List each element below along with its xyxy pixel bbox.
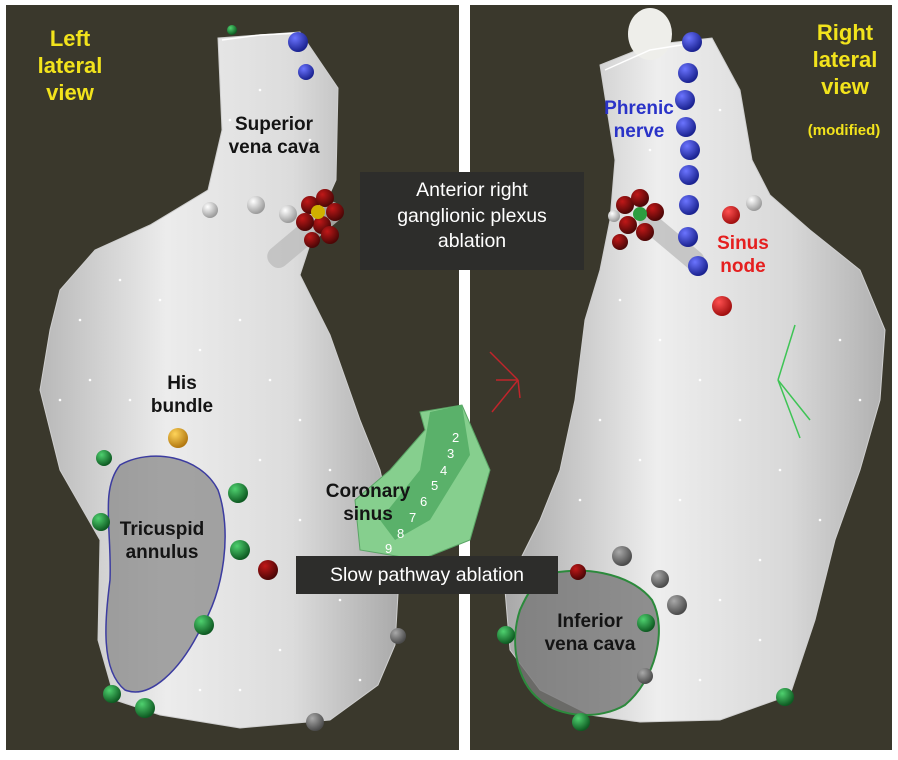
left-white-marker [279,205,297,223]
left-white-marker [202,202,218,218]
left-white-marker [247,196,265,214]
tricuspid-annulus-label: Tricuspid annulus [110,518,214,564]
ivc-grey-marker [612,546,632,566]
right-view-title-note: (modified) [790,122,898,140]
ivc-lesion [570,564,586,580]
slow-pathway-callout: Slow pathway ablation [296,556,558,594]
right-view-title: Right lateral view [795,20,895,100]
right-white-marker [746,195,762,211]
annulus-marker [135,698,155,718]
annulus-marker [228,483,248,503]
electrode-3: 3 [447,446,454,461]
ivc-green-marker [497,626,515,644]
his-bundle-label: His bundle [142,372,222,418]
left-view-title: Left lateral view [30,26,110,106]
phrenic-nerve-label: Phrenic nerve [596,97,682,143]
his-bundle-marker [168,428,188,448]
annulus-marker [103,685,121,703]
electrode-4: 4 [440,463,447,478]
right-svc-cap [628,8,672,60]
ivc-green-marker [572,713,590,731]
superior-vena-cava-label: Superior vena cava [214,113,334,159]
left-svc-blue-marker [298,64,314,80]
sinus-node-label: Sinus node [712,232,774,278]
ivc-grey-marker [637,668,653,684]
annulus-marker [92,513,110,531]
electrode-5: 5 [431,478,438,493]
left-grey-marker [390,628,406,644]
coronary-sinus-label: Coronary sinus [312,480,424,526]
annulus-marker [194,615,214,635]
left-top-green-marker [227,25,237,35]
electrode-2: 2 [452,430,459,445]
electrode-9: 9 [385,541,392,556]
annulus-marker [96,450,112,466]
inferior-vena-cava-label: Inferior vena cava [536,610,644,656]
ivc-green-marker [776,688,794,706]
sinus-node-marker [712,296,732,316]
ivc-grey-marker [667,595,687,615]
left-grey-marker [306,713,324,731]
sinus-node-marker [722,206,740,224]
ganglionic-plexus-callout: Anterior right ganglionic plexus ablatio… [360,172,584,270]
ivc-grey-marker [651,570,669,588]
electrode-8: 8 [397,526,404,541]
panel-divider [462,5,467,750]
right-white-marker [608,210,620,222]
annulus-marker [230,540,250,560]
slow-pathway-lesion [258,560,278,580]
left-svc-blue-marker [288,32,308,52]
